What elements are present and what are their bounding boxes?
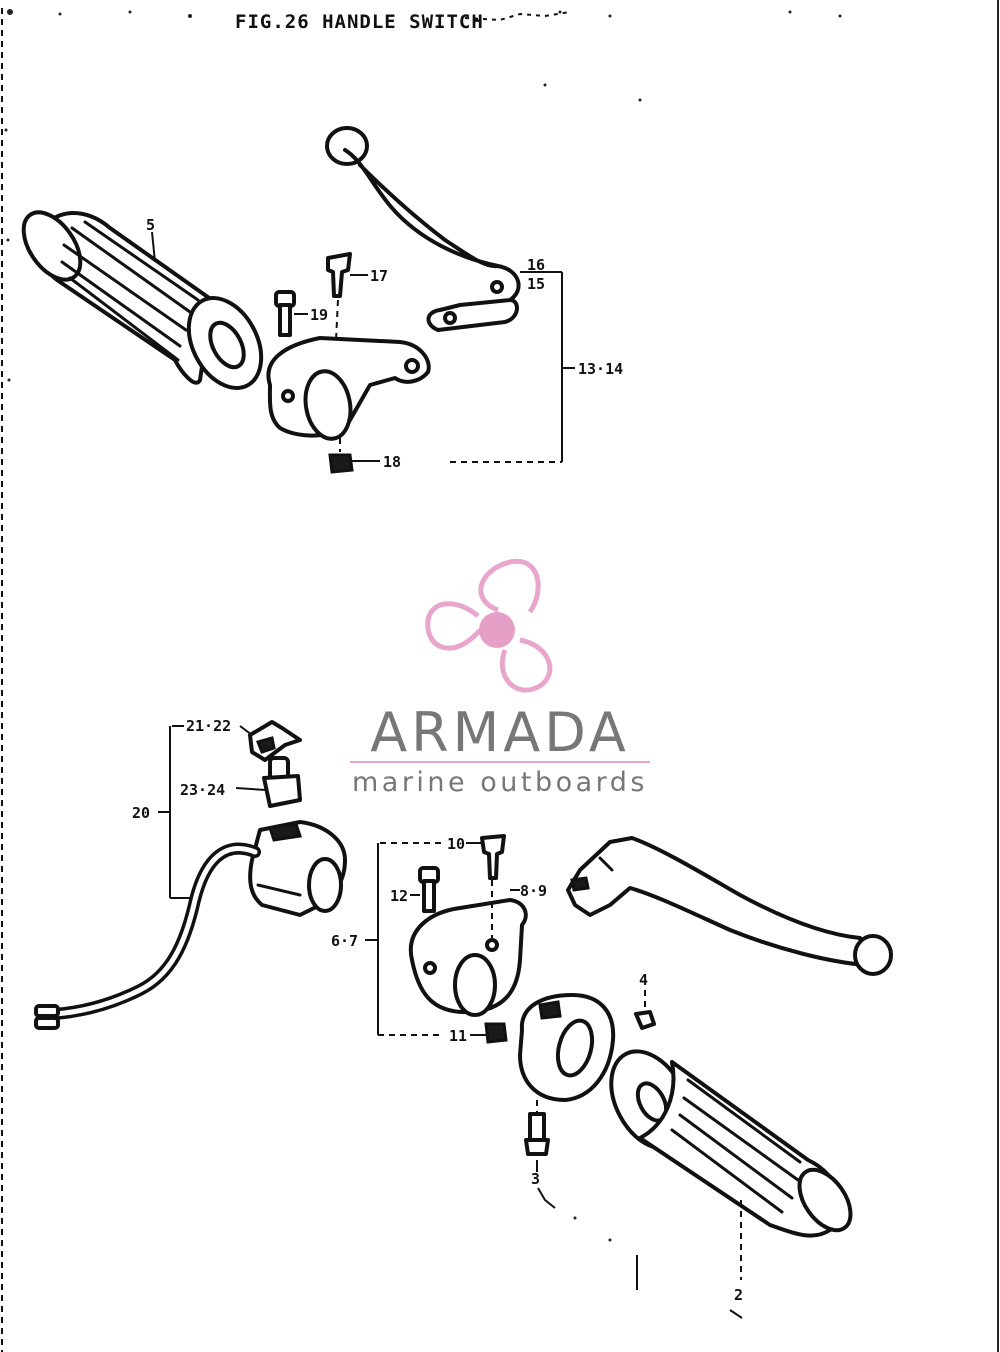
callout-8-9: 8·9 xyxy=(520,882,547,900)
callout-11: 11 xyxy=(449,1027,467,1045)
callout-13-14: 13·14 xyxy=(578,360,623,378)
screw-10 xyxy=(480,834,506,880)
switch-cover-21-22 xyxy=(248,720,302,762)
leader-5 xyxy=(151,231,156,263)
lower-lever-holder xyxy=(408,880,528,1017)
callout-19: 19 xyxy=(310,306,328,324)
callout-12: 12 xyxy=(390,887,408,905)
right-grip xyxy=(609,1049,853,1238)
logo-name: ARMADA xyxy=(370,701,630,764)
callout-5: 5 xyxy=(146,216,155,234)
callout-2: 2 xyxy=(734,1286,743,1304)
callout-15: 15 xyxy=(527,275,545,293)
callout-3: 3 xyxy=(531,1170,540,1188)
callout-16: 16 xyxy=(527,256,545,274)
upper-lever-holder xyxy=(266,299,431,441)
callout-17: 17 xyxy=(370,267,388,285)
callout-4: 4 xyxy=(639,971,648,989)
throttle-housing xyxy=(518,993,616,1102)
screw-3 xyxy=(524,1100,550,1156)
callout-20: 20 xyxy=(132,804,150,822)
callout-23-24: 23·24 xyxy=(180,781,225,799)
nut-18 xyxy=(328,438,354,474)
callout-18: 18 xyxy=(383,453,401,471)
callout-10: 10 xyxy=(447,835,465,853)
nut-4 xyxy=(634,1010,656,1030)
figure-title: FIG.26 HANDLE SWITCH xyxy=(235,11,484,33)
bolt-12 xyxy=(418,866,440,913)
propeller-icon xyxy=(425,558,553,693)
left-grip xyxy=(21,210,264,390)
upper-lever xyxy=(325,126,521,332)
screw-17 xyxy=(326,252,352,298)
title-underline xyxy=(464,11,571,22)
lower-lever xyxy=(566,836,893,976)
logo-tagline: marine outboards xyxy=(352,767,648,798)
switch-housing xyxy=(248,820,347,917)
switch-23-24 xyxy=(262,756,302,808)
callout-6-7: 6·7 xyxy=(331,932,358,950)
armada-logo: ARMADA marine outboards xyxy=(350,558,650,798)
nut-11 xyxy=(484,1022,508,1044)
bolt-19 xyxy=(274,290,296,337)
wire-harness xyxy=(34,842,261,1030)
callout-21-22: 21·22 xyxy=(186,717,231,735)
